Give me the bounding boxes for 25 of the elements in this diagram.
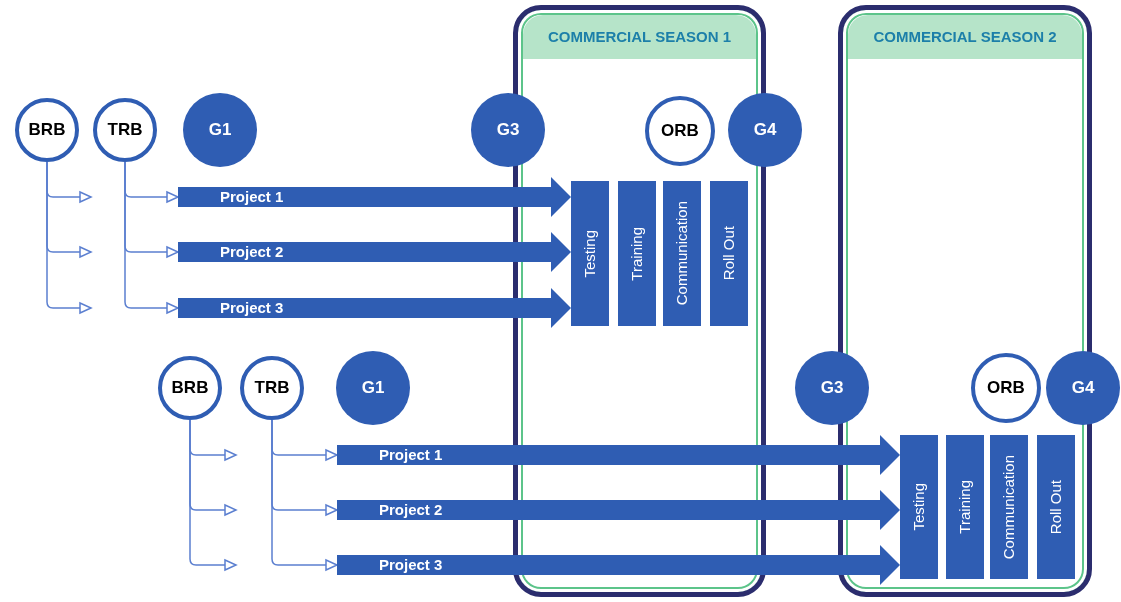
project-bar: Project 3 (337, 555, 860, 575)
stage-column: Training (618, 181, 656, 326)
branch-arrow (189, 419, 237, 571)
panel-header: COMMERCIAL SEASON 1 (523, 15, 756, 59)
project-bar: Project 2 (337, 500, 860, 520)
stage-column: Roll Out (1037, 435, 1075, 579)
stage-column: Testing (900, 435, 938, 579)
project-bar: Project 1 (178, 187, 530, 207)
branch-arrow (271, 419, 338, 571)
thick-arrow (860, 490, 900, 530)
branch-arrow (46, 161, 92, 314)
stage-column: Communication (663, 181, 701, 326)
panel-header: COMMERCIAL SEASON 2 (848, 15, 1082, 59)
thick-arrow (530, 288, 571, 328)
thick-arrow (530, 232, 571, 272)
stage-column: Training (946, 435, 984, 579)
thick-arrow (860, 545, 900, 585)
project-bar: Project 3 (178, 298, 530, 318)
stage-column: Roll Out (710, 181, 748, 326)
stage-column: Communication (990, 435, 1028, 579)
stage-column: Testing (571, 181, 609, 326)
branch-arrow (124, 161, 179, 314)
project-bar: Project 1 (337, 445, 860, 465)
project-bar: Project 2 (178, 242, 530, 262)
thick-arrow (860, 435, 900, 475)
